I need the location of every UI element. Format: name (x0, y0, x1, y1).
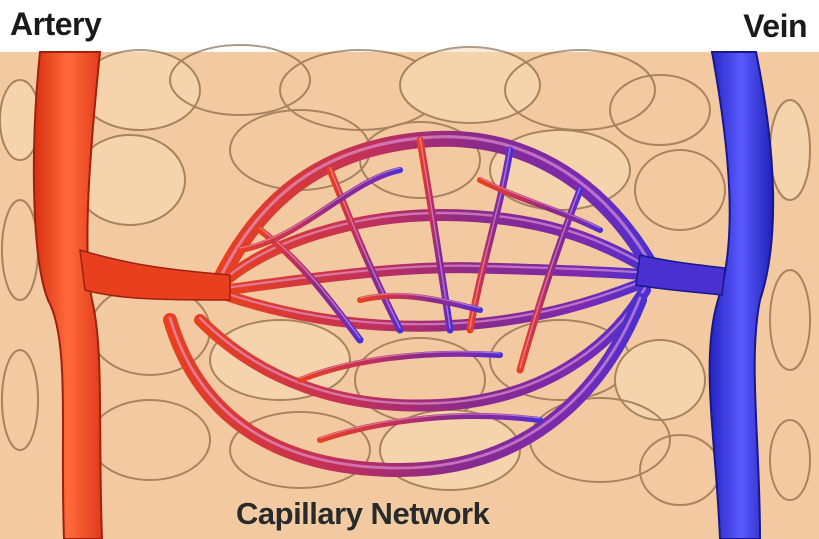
tissue-cell (615, 340, 705, 420)
tissue-cell (210, 320, 350, 400)
tissue-cell (400, 47, 540, 123)
artery-label: Artery (10, 8, 101, 40)
vein-label: Vein (743, 10, 807, 42)
capillary-network-label: Capillary Network (236, 498, 489, 529)
tissue-cell (770, 100, 810, 200)
